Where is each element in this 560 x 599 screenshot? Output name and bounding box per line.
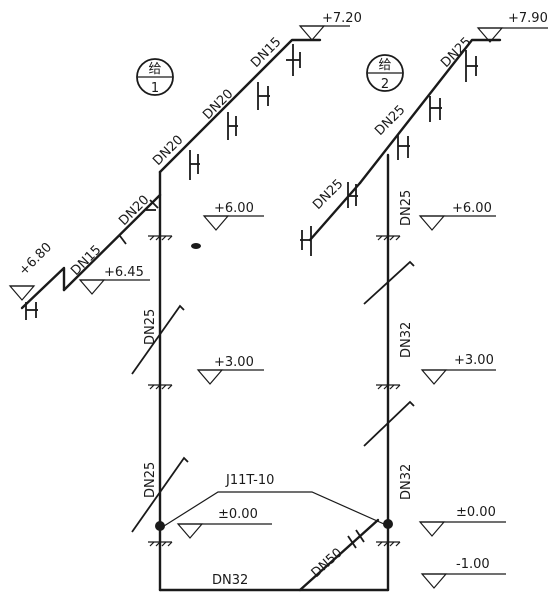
tap-fixture-icon [429, 96, 442, 122]
riser-1-floor-hatches [148, 235, 173, 547]
riser-1-pipes [20, 38, 322, 592]
svg-text:+7.90: +7.90 [508, 11, 548, 26]
label-dn25-mid: DN25 [372, 103, 408, 139]
svg-text:+7.20: +7.20 [322, 11, 362, 26]
riser-1-fixture-taps [25, 44, 301, 320]
tap-fixture-icon [465, 50, 478, 82]
riser-1-size-labels: DN15 DN20 DN20 DN20 DN15 DN25 DN25 [68, 35, 284, 498]
badge-2-bottom: 2 [381, 77, 389, 92]
elevation-marker: +7.20 [298, 11, 362, 41]
tap-fixture-icon [397, 134, 410, 160]
riser-2-badge: 给 2 [366, 54, 404, 92]
svg-text:+3.00: +3.00 [454, 353, 494, 368]
label-main-dn32: DN32 [212, 573, 248, 588]
label-valve: J11T-10 [225, 473, 274, 488]
svg-text:+6.80: +6.80 [16, 240, 55, 279]
label-dn25-b: DN25 [143, 462, 158, 498]
riser-1-badge: 给 1 [136, 58, 174, 96]
tap-fixture-icon [189, 150, 200, 180]
tap-fixture-icon [25, 302, 38, 320]
riser-2-elevations: +7.90 +6.00 +3.00 ±0.00 -1.00 [418, 11, 548, 589]
riser-2-floor-hatches [376, 235, 401, 547]
riser-2-fixture-taps [300, 50, 478, 256]
bottom-labels: J11T-10 DN32 DN50 [212, 473, 346, 588]
elevation-marker: +6.45 [78, 265, 150, 295]
badge-1-top: 给 [148, 62, 161, 77]
svg-text:-1.00: -1.00 [456, 557, 490, 572]
svg-text:±0.00: ±0.00 [218, 507, 258, 522]
label-dn15-left: DN15 [68, 243, 104, 279]
svg-text:+3.00: +3.00 [214, 355, 254, 370]
label-dn25-riser: DN25 [399, 190, 414, 226]
badge-1-bottom: 1 [151, 81, 159, 96]
bottom-main-pipe [155, 491, 393, 592]
riser-2-size-labels: DN25 DN25 DN25 DN25 DN32 DN32 [310, 35, 474, 500]
elevation-marker: +6.00 [418, 201, 496, 231]
elevation-marker: +7.90 [476, 11, 548, 43]
svg-text:+6.00: +6.00 [452, 201, 492, 216]
label-dn32-b: DN32 [399, 464, 414, 500]
svg-text:+6.00: +6.00 [214, 201, 254, 216]
badge-2-top: 给 [378, 58, 391, 73]
svg-text:+6.45: +6.45 [104, 265, 144, 280]
elevation-marker: -1.00 [420, 557, 506, 589]
tap-fixture-icon [257, 82, 270, 110]
elevation-marker: +6.80 [8, 240, 55, 301]
mark-dot [191, 243, 201, 249]
elevation-marker: +6.00 [202, 201, 264, 231]
label-dn50: DN50 [309, 546, 346, 581]
elevation-marker: ±0.00 [418, 505, 506, 537]
label-dn32-a: DN32 [399, 322, 414, 358]
elevation-marker: +3.00 [196, 355, 264, 385]
tap-fixture-icon [300, 226, 312, 256]
tap-fixture-icon [146, 199, 159, 211]
tap-fixture-icon [347, 182, 358, 208]
label-dn20-a: DN20 [200, 87, 236, 123]
label-dn25-a: DN25 [143, 309, 158, 345]
riser-2-sleeves [363, 260, 415, 447]
svg-text:±0.00: ±0.00 [456, 505, 496, 520]
tap-fixture-icon [227, 112, 238, 140]
tap-fixture-icon [286, 44, 301, 76]
riser-1-sleeves [131, 304, 189, 533]
elevation-marker: ±0.00 [176, 507, 272, 539]
label-dn25-left: DN25 [310, 177, 346, 213]
elevation-marker: +3.00 [420, 353, 496, 385]
tap-fixture-icon [119, 235, 127, 245]
